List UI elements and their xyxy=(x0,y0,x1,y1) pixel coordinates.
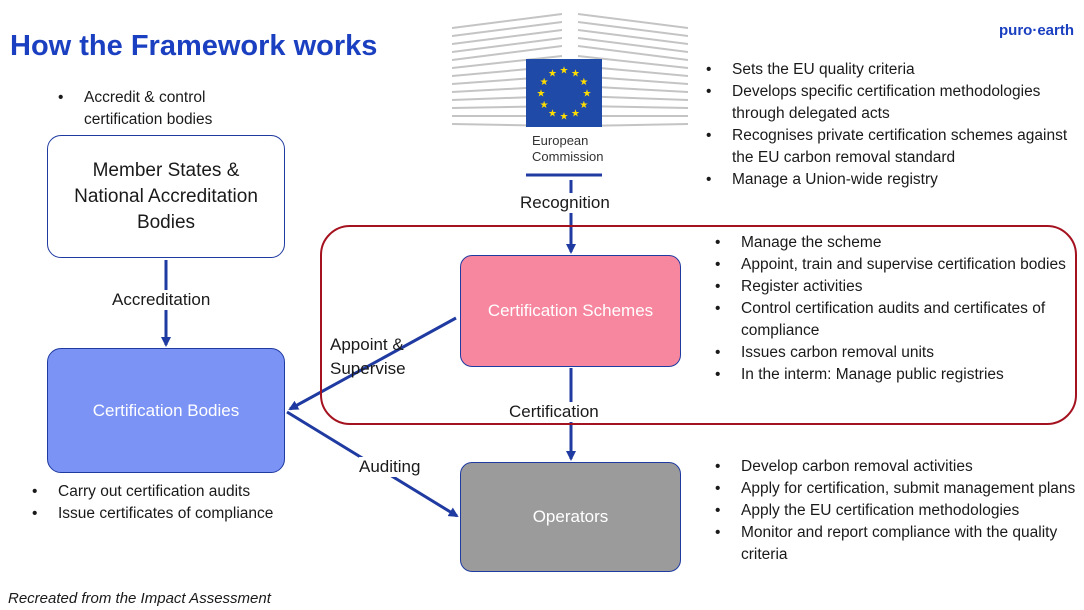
list-item: Issue certificates of compliance xyxy=(30,503,320,525)
list-item: Develops specific certification methodol… xyxy=(704,81,1079,125)
member-states-duties-list: Accredit & control certification bodies xyxy=(56,87,276,131)
list-item: Recognises private certification schemes… xyxy=(704,125,1079,169)
certification-schemes-duties-list: Manage the scheme Appoint, train and sup… xyxy=(713,232,1068,386)
eu-star-icon: ★ xyxy=(583,89,592,100)
appoint-supervise-label: Appoint & Supervise xyxy=(330,335,406,378)
list-item: Manage the scheme xyxy=(713,232,1068,254)
eu-flag xyxy=(526,59,602,127)
operators-box: Operators xyxy=(460,462,681,572)
source-note: Recreated from the Impact Assessment xyxy=(8,590,271,607)
list-item: Control certification audits and certifi… xyxy=(713,298,1068,342)
eu-star-icon: ★ xyxy=(548,108,557,119)
list-item: Manage a Union-wide registry xyxy=(704,169,1079,191)
auditing-label: Auditing xyxy=(359,457,421,477)
eu-star-icon: ★ xyxy=(537,89,546,100)
list-item: Issues carbon removal units xyxy=(713,342,1068,364)
certification-schemes-frame xyxy=(320,225,1077,425)
list-item: Accredit & control certification bodies xyxy=(56,87,276,131)
eu-star-icon: ★ xyxy=(579,100,588,111)
list-item: Carry out certification audits xyxy=(30,481,320,503)
member-states-label: Member States & National Accreditation B… xyxy=(74,159,258,233)
eu-star-icon: ★ xyxy=(540,100,549,111)
recognition-label: Recognition xyxy=(520,193,610,213)
accreditation-label: Accreditation xyxy=(112,290,211,310)
certification-label: Certification xyxy=(509,402,599,422)
member-states-box: Member States & National Accreditation B… xyxy=(47,135,285,258)
eu-star-icon: ★ xyxy=(571,69,580,80)
eu-star-icon: ★ xyxy=(560,112,569,123)
list-item: Apply for certification, submit manageme… xyxy=(713,478,1083,500)
certification-schemes-box: Certification Schemes xyxy=(460,255,681,367)
appoint-supervise-arrow xyxy=(288,316,457,411)
commission-duties-list: Sets the EU quality criteria Develops sp… xyxy=(704,59,1079,191)
list-item: Apply the EU certification methodologies xyxy=(713,500,1083,522)
certification-schemes-label: Certification Schemes xyxy=(487,301,654,320)
operators-label: Operators xyxy=(532,507,609,526)
logo-text-line1: European xyxy=(532,133,589,148)
eu-star-icon: ★ xyxy=(571,108,580,119)
list-item: Register activities xyxy=(713,276,1068,298)
list-item: Appoint, train and supervise certificati… xyxy=(713,254,1068,276)
certification-bodies-label: Certification Bodies xyxy=(92,400,240,420)
list-item: In the interm: Manage public registries xyxy=(713,364,1068,386)
european-commission-logo: ★★★★★★★★★★★★ European Commission xyxy=(451,10,689,178)
brand-logo-text: puro·earth xyxy=(999,22,1074,39)
eu-star-icon: ★ xyxy=(560,66,569,77)
certification-bodies-duties-list: Carry out certification audits Issue cer… xyxy=(30,481,320,525)
list-item: Develop carbon removal activities xyxy=(713,456,1083,478)
eu-star-icon: ★ xyxy=(548,69,557,80)
eu-star-icon: ★ xyxy=(579,77,588,88)
eu-star-icon: ★ xyxy=(540,77,549,88)
building-icon: ★★★★★★★★★★★★ xyxy=(451,13,689,177)
operators-duties-list: Develop carbon removal activities Apply … xyxy=(713,456,1083,566)
list-item: Sets the EU quality criteria xyxy=(704,59,1079,81)
page-title: How the Framework works xyxy=(10,30,378,62)
list-item: Monitor and report compliance with the q… xyxy=(713,522,1083,566)
certification-bodies-box: Certification Bodies xyxy=(47,348,285,473)
logo-text-line2: Commission xyxy=(532,149,604,164)
